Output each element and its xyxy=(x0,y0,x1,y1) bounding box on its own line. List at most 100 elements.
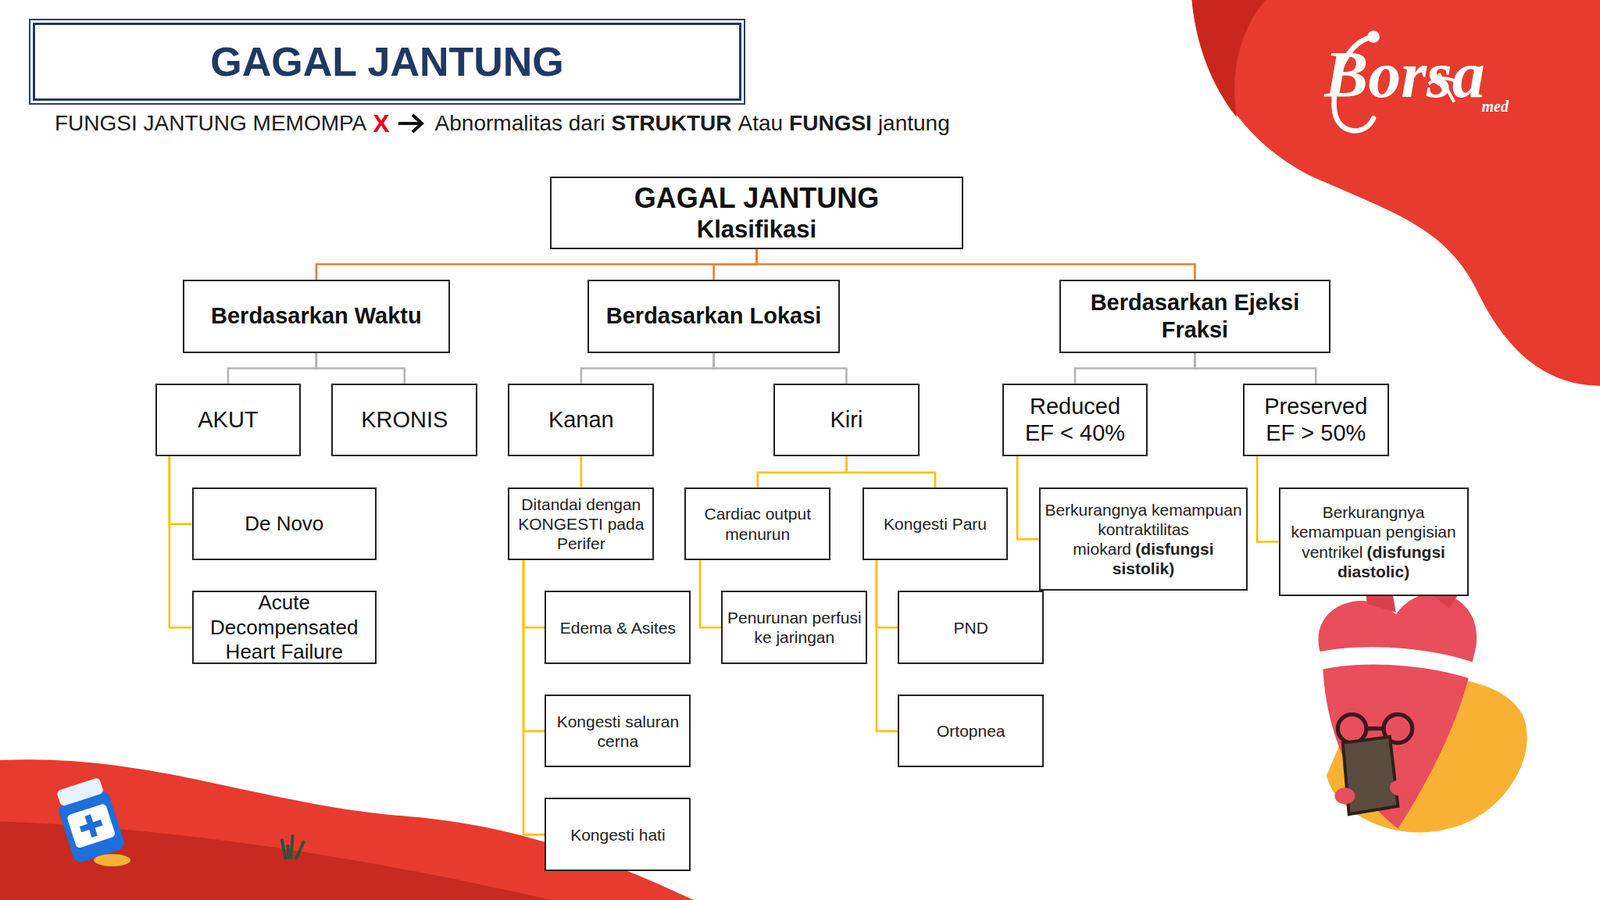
node-label-group: Penurunan perfusi ke jaringan xyxy=(725,607,863,647)
connector-line xyxy=(581,353,715,384)
detail-box: De Novo xyxy=(192,487,377,561)
node-label-group: Kongesti Paru xyxy=(883,514,987,534)
node-label: AKUT xyxy=(197,406,258,434)
subtitle-text: FUNGSI JANTUNG MEMOMPA xyxy=(54,110,367,136)
node-label: Kanan xyxy=(548,406,615,434)
connector-line xyxy=(757,456,847,488)
node-label-group: Kanan xyxy=(548,406,615,434)
detail-box: Kongesti Paru xyxy=(862,487,1009,561)
connector-line xyxy=(580,456,583,488)
subtitle-text: FUNGSI xyxy=(789,110,872,136)
node-label-group: Berdasarkan Waktu xyxy=(210,302,422,330)
glasses xyxy=(1337,714,1367,743)
pill-shape xyxy=(93,853,131,867)
subtitle-text: jantung xyxy=(878,110,950,136)
node-label: Ditandai dengan KONGESTI pada Perifer xyxy=(512,494,650,554)
node-label: Edema & Asites xyxy=(560,617,676,638)
node-label-group: Kongesti hati xyxy=(570,825,665,845)
category-box: Berdasarkan Waktu xyxy=(182,279,450,354)
plant-symbol xyxy=(281,834,304,859)
node-label-group: GAGAL JANTUNGKlasifikasi xyxy=(634,181,879,244)
node-label: Reduced EF < 40% xyxy=(1019,392,1131,448)
detail-box: Acute Decompensated Heart Failure xyxy=(192,590,377,665)
symptom-box: Edema & Asites xyxy=(544,590,691,665)
node-label: Penurunan perfusi ke jaringan xyxy=(725,607,863,647)
node-label: Kiri xyxy=(829,406,863,434)
node-label-group: Reduced EF < 40% xyxy=(1019,392,1131,448)
node-label: Berdasarkan Waktu xyxy=(210,302,422,330)
connector-line xyxy=(714,353,847,384)
connector-line xyxy=(169,456,193,525)
connector-line xyxy=(316,249,758,280)
headband xyxy=(1312,646,1483,682)
node-label: Kongesti Paru xyxy=(883,514,987,534)
symptom-box: Penurunan perfusi ke jaringan xyxy=(721,590,868,665)
logo-text: Borsa xyxy=(1324,36,1485,113)
node-label-group: Edema & Asites xyxy=(560,617,676,638)
node-label: PND xyxy=(953,617,989,638)
ground-wave xyxy=(0,759,694,900)
node-label: KRONIS xyxy=(360,406,448,434)
node-label-group: KRONIS xyxy=(360,406,448,434)
category-box: Berdasarkan Lokasi xyxy=(587,279,840,354)
type-box: Kanan xyxy=(507,383,654,457)
connector-line xyxy=(714,249,758,280)
heart-hand xyxy=(1389,779,1411,797)
node-label-group: Acute Decompensated Heart Failure xyxy=(196,590,372,665)
book xyxy=(1342,736,1399,815)
connector-line xyxy=(523,560,545,732)
glasses xyxy=(1366,726,1384,731)
heart-hand xyxy=(1334,787,1355,804)
node-label-group: AKUT xyxy=(197,406,258,434)
node-label-group: Preserved EF > 50% xyxy=(1256,392,1375,448)
node-sublabel: Klasifikasi xyxy=(634,214,879,244)
logo-text: med xyxy=(1481,97,1508,116)
detail-box: Cardiac output menurun xyxy=(684,487,831,561)
title-box: GAGAL JANTUNG xyxy=(28,18,746,105)
medicine-bottle xyxy=(52,775,126,865)
type-box: Kiri xyxy=(773,383,920,457)
node-label-group: Kiri xyxy=(829,406,863,434)
connector-line xyxy=(1257,456,1279,543)
corner-shade xyxy=(1192,0,1266,118)
cross-symbol xyxy=(77,811,106,840)
connector-line xyxy=(876,560,898,628)
arrow-symbol xyxy=(398,114,422,133)
node-label-group: Ortopnea xyxy=(936,721,1006,741)
node-label: Berdasarkan Lokasi xyxy=(606,302,822,330)
node-label-group: Cardiac output menurun xyxy=(689,503,826,543)
heart-character xyxy=(1318,592,1478,829)
connector-line xyxy=(1017,456,1039,540)
node-label: Cardiac output menurun xyxy=(689,503,826,543)
connector-line xyxy=(756,249,1195,280)
headband-tail xyxy=(1296,685,1323,715)
root-box: GAGAL JANTUNGKlasifikasi xyxy=(550,176,964,250)
type-box: Preserved EF > 50% xyxy=(1242,383,1390,457)
node-label-group: Berdasarkan Ejeksi Fraksi xyxy=(1064,289,1326,344)
node-label: Preserved EF > 50% xyxy=(1256,392,1375,448)
detail-box: Berkurangnya kemampuan kontraktilitas mi… xyxy=(1039,487,1249,591)
node-label: GAGAL JANTUNG xyxy=(634,181,879,215)
connector-line xyxy=(876,560,898,732)
subtitle-text: Abnormalitas dari xyxy=(435,110,606,136)
symptom-box: Kongesti hati xyxy=(544,797,691,872)
type-box: AKUT xyxy=(155,383,302,457)
detail-box: Berkurangnya kemampuan pengisian ventrik… xyxy=(1278,487,1469,596)
node-label-group: PND xyxy=(953,617,989,638)
node-label: Acute Decompensated Heart Failure xyxy=(196,590,372,665)
symptom-box: Kongesti saluran cerna xyxy=(544,694,691,768)
node-label: Kongesti saluran cerna xyxy=(549,711,686,751)
subtitle-line: FUNGSI JANTUNG MEMOMPAXAbnormalitas dari… xyxy=(54,108,957,139)
node-label-group: Berkurangnya kemampuan pengisian ventrik… xyxy=(1283,502,1465,582)
node-label: Berdasarkan Ejeksi Fraksi xyxy=(1064,289,1326,344)
connector-line xyxy=(846,456,936,488)
bottle-cap xyxy=(56,777,104,808)
slide-title: GAGAL JANTUNG xyxy=(210,38,565,86)
symptom-box: Ortopnea xyxy=(897,694,1044,768)
arrow-symbol xyxy=(396,111,426,136)
connector-line xyxy=(700,560,722,628)
connector-line xyxy=(228,353,317,384)
subtitle-text: STRUKTUR xyxy=(610,110,732,136)
